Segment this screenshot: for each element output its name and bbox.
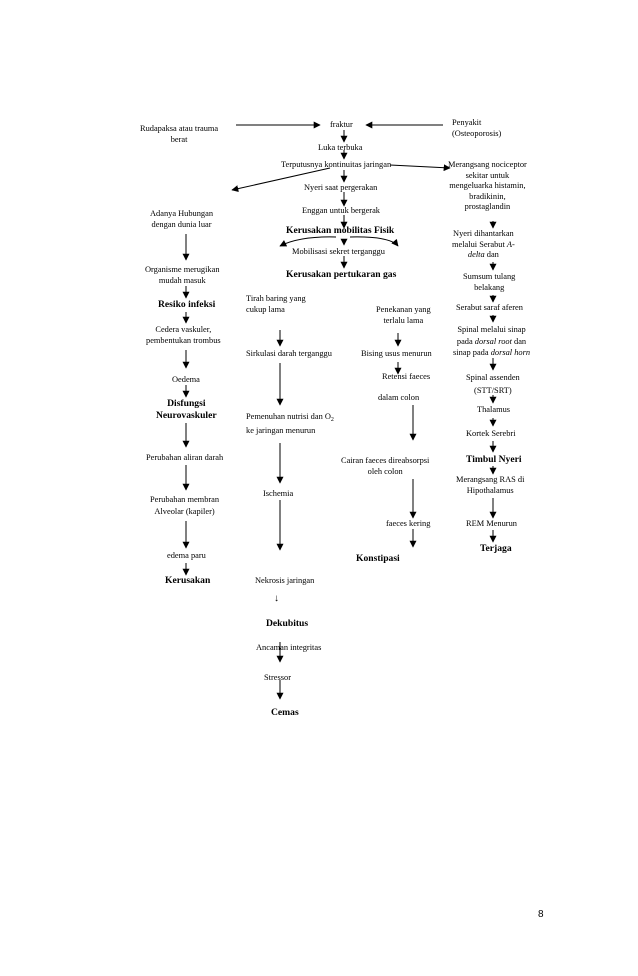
pemenuhan-subscript: 2 [330,417,334,423]
node-retensi-faeces: Retensi faeces [382,372,431,381]
node-faeces-kering: faeces kering [386,519,431,528]
node-spinal-assenden: Spinal assenden(STT/SRT) [466,373,520,395]
node-edema-paru: edema paru [167,551,206,560]
node-rem-menurun: REM Menurun [466,519,517,528]
spinal-text-2a: pada [456,336,475,346]
node-pemenuhan-nutrisi: Pemenuhan nutrisi dan O2 ke jaringan men… [246,412,334,436]
nyeri-dihantarkan-line2: melalui Serabut A- [452,240,515,251]
spinal-text-3b: dorsal horn [490,348,531,357]
spinal-sinap-line3: sinap pada dorsal horn [453,347,530,359]
node-dalam-colon: dalam colon [378,393,420,402]
spinal-sinap-line2: pada dorsal root dan [453,336,530,348]
node-luka-terbuka: Luka terbuka [318,143,363,152]
node-terputusnya: Terputusnya kontinuitas jaringan [281,160,392,169]
node-nyeri-dihantarkan: Nyeri dihantarkan melalui Serabut A- del… [452,229,515,261]
node-timbul-nyeri: Timbul Nyeri [466,454,522,465]
pemenuhan-line2: ke jaringan menurun [246,425,316,435]
nyeri-dihantarkan-text3: A- [506,239,515,249]
node-mobilisasi-sekret: Mobilisasi sekret terganggu [292,247,385,256]
node-cedera-vaskuler: Cedera vaskuler,pembentukan trombus [146,325,221,345]
node-fraktur: fraktur [330,120,353,129]
node-nyeri-pergerakan: Nyeri saat pergerakan [304,183,378,192]
nyeri-dihantarkan-line3: delta dan [452,250,515,261]
node-oedema: Oedema [172,375,200,384]
node-cemas: Cemas [271,707,299,718]
node-resiko-infeksi: Resiko infeksi [158,299,216,310]
nyeri-dihantarkan-text2: melalui Serabut [452,239,507,249]
node-stressor: Stressor [264,673,291,682]
spinal-text-2b: dorsal root [474,336,512,346]
node-serabut-aferen: Serabut saraf aferen [456,303,523,312]
node-enggan-bergerak: Enggan untuk bergerak [302,206,380,215]
pemenuhan-text-a: Pemenuhan nutrisi dan O [246,412,331,421]
node-spinal-sinap: Spinal melalui sinap pada dorsal root da… [453,324,530,359]
node-terjaga: Terjaga [480,543,512,554]
node-thalamus: Thalamus [477,405,511,414]
node-nekrosis-jaringan: Nekrosis jaringan [255,576,315,585]
nyeri-dihantarkan-text4: delta [467,250,485,260]
node-bising-usus: Bising usus menurun [361,349,432,358]
node-kerusakan: Kerusakan [165,575,211,586]
nyeri-dihantarkan-line1: Nyeri dihantarkan [453,229,514,238]
node-kortek-serebri: Kortek Serebri [466,429,516,438]
pemenuhan-line1: Pemenuhan nutrisi dan O2 [246,412,334,426]
node-konstipasi: Konstipasi [356,553,400,564]
node-kerusakan-pertukaran-gas: Kerusakan pertukaran gas [286,269,397,280]
page-number: 8 [538,909,544,920]
node-perubahan-aliran: Perubahan aliran darah [146,453,224,462]
spinal-text-3a: sinap pada [453,348,491,357]
node-ischemia: Ischemia [263,489,294,498]
nyeri-dihantarkan-text5: dan [484,250,499,260]
node-ancaman-integritas: Ancaman integritas [256,643,322,652]
spinal-text-2c: dan [511,336,527,346]
spinal-sinap-line1: Spinal melalui sinap [457,325,526,334]
node-kerusakan-mobilitas: Kerusakan mobilitas Fisik [286,225,395,236]
node-dekubitus: Dekubitus [266,618,309,629]
small-arrow-down-icon: ↓ [274,593,279,604]
node-sirkulasi-darah: Sirkulasi darah terganggu [246,349,332,358]
node-penyakit: Penyakit(Osteoporosis) [452,118,502,138]
